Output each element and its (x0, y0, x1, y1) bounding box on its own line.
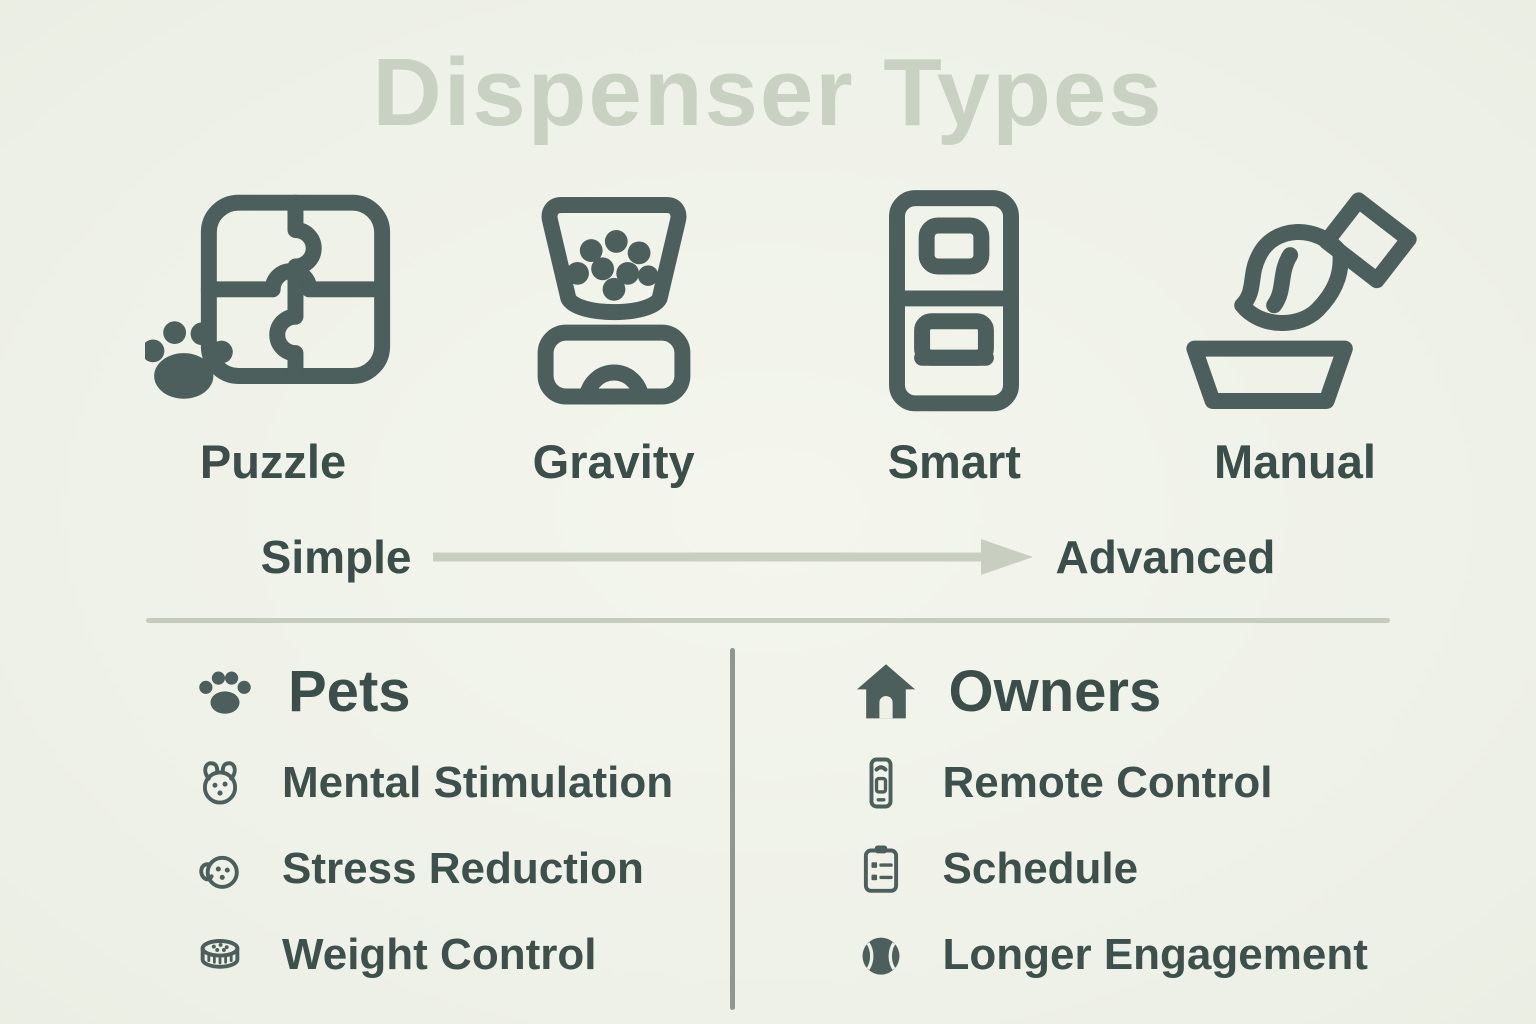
benefit-item-longer-engagement: Longer Engagement (853, 927, 1391, 983)
benefit-label: Remote Control (942, 758, 1273, 807)
type-label-manual: Manual (1214, 435, 1376, 488)
benefit-label: Longer Engagement (942, 930, 1368, 979)
dispenser-types-row: Puzzle (128, 178, 1440, 489)
benefit-item-schedule: Schedule (853, 841, 1391, 897)
dog-head-icon (192, 755, 248, 811)
hand-bowl-icon (1150, 178, 1440, 428)
owners-heading: Owners (948, 659, 1162, 724)
page-title: Dispenser Types (372, 39, 1164, 146)
benefit-label: Weight Control (282, 930, 597, 979)
owners-header: Owners (853, 658, 1391, 725)
benefit-label: Stress Reduction (282, 844, 644, 893)
benefit-columns: Pets (146, 640, 1390, 1010)
phone-icon (853, 755, 909, 811)
type-label-puzzle: Puzzle (199, 435, 347, 488)
benefit-item-mental-stimulation: Mental Stimulation (192, 755, 730, 811)
dog-face-icon (192, 841, 248, 897)
paw-icon (192, 659, 258, 725)
house-icon (853, 659, 919, 725)
smart-feeder-icon (809, 178, 1099, 428)
ball-icon (853, 927, 909, 983)
dispenser-type-gravity: Gravity (469, 178, 759, 489)
benefit-item-stress-reduction: Stress Reduction (192, 841, 730, 897)
spectrum-row: Simple Advanced (0, 530, 1536, 584)
vertical-divider (729, 648, 735, 1010)
dispenser-type-smart: Smart (809, 178, 1099, 489)
pets-benefit-list: Mental Stimulation (192, 755, 730, 983)
spectrum-label-advanced: Advanced (1055, 531, 1276, 583)
benefit-item-remote-control: Remote Control (853, 755, 1391, 811)
benefit-item-weight-control: Weight Control (192, 927, 730, 983)
spectrum-label-simple: Simple (260, 531, 412, 583)
type-label-gravity: Gravity (532, 435, 695, 488)
dispenser-type-puzzle: Puzzle (128, 178, 418, 489)
benefit-label: Mental Stimulation (282, 758, 674, 807)
pets-heading: Pets (288, 659, 411, 724)
arrow-right-icon (433, 537, 1034, 577)
section-owners: Owners Remote Control (735, 640, 1391, 1010)
puzzle-paw-icon (128, 178, 418, 428)
owners-benefit-list: Remote Control (853, 755, 1391, 983)
type-label-smart: Smart (887, 435, 1021, 488)
food-bowl-icon (192, 927, 248, 983)
horizontal-divider (146, 618, 1390, 623)
section-pets: Pets (146, 640, 730, 1010)
benefit-label: Schedule (942, 844, 1139, 893)
pets-header: Pets (192, 658, 730, 725)
gravity-feeder-icon (469, 178, 759, 428)
clipboard-icon (853, 841, 909, 897)
dispenser-type-manual: Manual (1150, 178, 1440, 489)
